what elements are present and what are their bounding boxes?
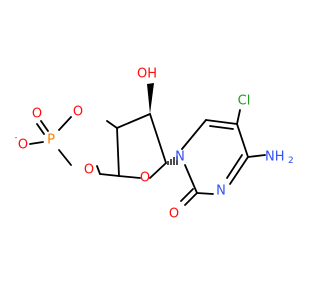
wedge-bond-c2-oh [147, 83, 154, 114]
bond-p-oxo-2 [36, 123, 45, 135]
bond-p-oxo-1 [40, 120, 49, 132]
atom-o-minus: O - [15, 133, 29, 153]
bond-n3-c2 [196, 192, 214, 195]
bond-c2-n1 [184, 164, 198, 194]
bond-c3-c2 [116, 113, 151, 129]
atom-nh2: NH 2 [265, 150, 294, 167]
molecule-structure-canvas: O - P O O O O OH N N Cl NH 2 O [15, 67, 294, 222]
bond-p-o-minus [29, 141, 44, 145]
atom-label-n1: N [175, 150, 185, 165]
bond-o-upper-c3 [106, 120, 118, 129]
bond-c1-o4 [149, 162, 167, 179]
bond-p-o-upper [58, 116, 72, 131]
bond-c5-cl [236, 109, 241, 125]
bond-o-lower-c5 [96, 165, 101, 175]
bond-c6-c5 [205, 119, 238, 125]
atom-label-o-carbonyl: O [169, 207, 179, 222]
atom-label-oh: OH [137, 67, 157, 82]
atom-label-nh2: NH [265, 150, 285, 165]
bond-lines [29, 109, 266, 206]
bond-c4-n3 [229, 156, 249, 185]
bond-c5-c4 [236, 123, 249, 158]
atom-label-nh2-subscript: 2 [288, 156, 294, 166]
atom-label-p: P [47, 133, 55, 148]
molecule-diagram: O - P O O O O OH N N Cl NH 2 O [15, 67, 294, 222]
bond-c4-nh2 [247, 154, 266, 158]
atom-label-cl: Cl [238, 94, 251, 109]
charge-label-minus: - [15, 133, 18, 142]
bond-c4-n3-double [226, 154, 243, 179]
bond-n1-c6 [181, 119, 207, 150]
bond-c4-c3 [116, 127, 120, 177]
atom-label-o-minus: O [18, 138, 28, 153]
atom-label-o-ring-upper: O [73, 105, 83, 120]
bond-c2-o-2 [180, 188, 194, 202]
atom-label-p-oxo: O [32, 107, 42, 122]
bond-o4-c4 [118, 175, 141, 179]
atom-label-n3: N [216, 184, 226, 199]
atom-label-o-furanose: O [140, 171, 150, 186]
hash-bond-c1-n1 [167, 156, 178, 165]
atom-label-o-ring-lower: O [84, 163, 94, 178]
bond-c2-c1 [149, 113, 167, 164]
bond-c2-o-1 [184, 192, 198, 206]
bond-c6-c5-double [209, 125, 234, 130]
bond-p-o-lower [58, 149, 72, 166]
bond-c5-c4 [99, 173, 120, 177]
